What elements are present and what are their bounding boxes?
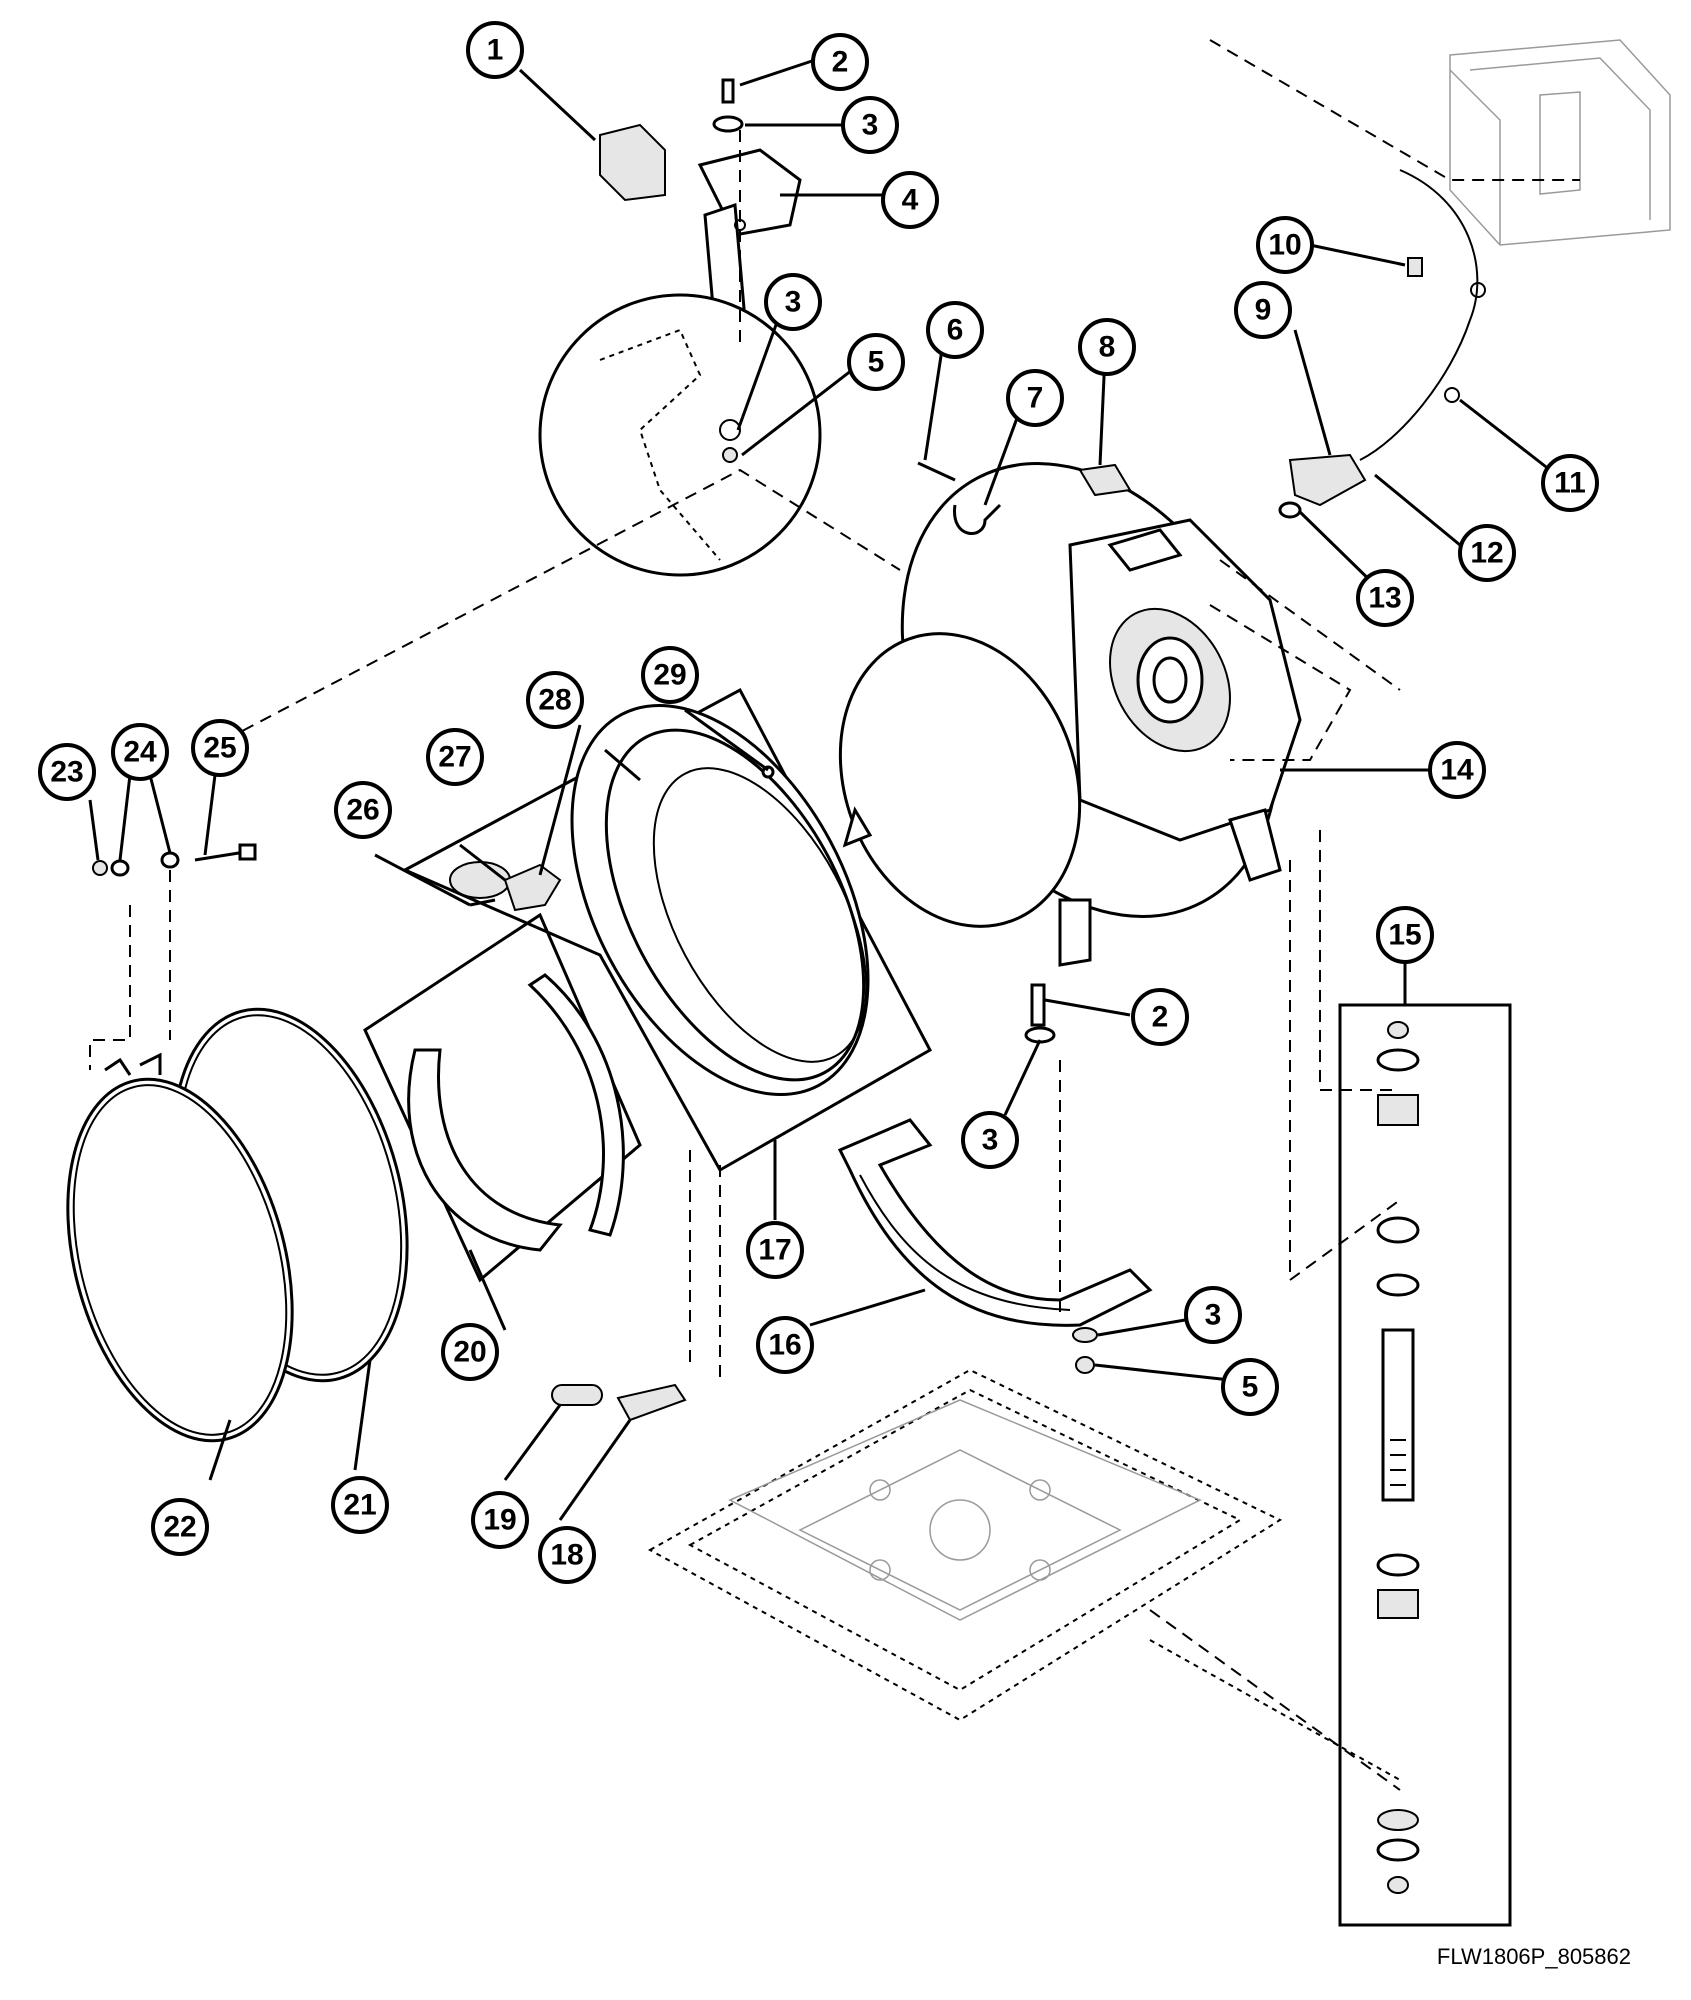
callout-16: 16 bbox=[756, 1316, 814, 1374]
callouts: 1 2 3 4 3 5 6 7 8 9 10 11 12 13 14 15 28… bbox=[38, 21, 1599, 1584]
callout-2-bottom-label: 2 bbox=[1152, 1001, 1169, 1034]
callout-24: 24 bbox=[111, 723, 169, 781]
callout-8: 8 bbox=[1078, 318, 1136, 376]
callout-16-label: 16 bbox=[768, 1329, 801, 1362]
callout-3-bottom-label: 3 bbox=[1205, 1299, 1222, 1332]
callout-17-label: 17 bbox=[758, 1234, 791, 1267]
retaining-ring-group bbox=[363, 912, 642, 1283]
callout-20: 20 bbox=[441, 1323, 499, 1381]
callout-5-bottom-label: 5 bbox=[1242, 1371, 1259, 1404]
callout-21-label: 21 bbox=[343, 1489, 376, 1522]
callout-26: 26 bbox=[334, 781, 392, 839]
callout-23: 23 bbox=[38, 743, 96, 801]
callout-15: 15 bbox=[1376, 906, 1434, 964]
callout-7-label: 7 bbox=[1027, 382, 1044, 415]
callout-3-insert-label: 3 bbox=[785, 286, 802, 319]
drawing-code: FLW1806P_805862 bbox=[1436, 1944, 1631, 1969]
callout-11-label: 11 bbox=[1554, 467, 1586, 500]
callout-3-insert: 3 bbox=[764, 273, 822, 331]
hardware bbox=[92, 78, 1486, 1422]
callout-5-insert: 5 bbox=[847, 333, 905, 391]
callout-19-label: 19 bbox=[483, 1504, 516, 1537]
callout-25: 25 bbox=[191, 719, 249, 777]
callout-25-label: 25 bbox=[203, 732, 236, 765]
callout-3-bottom: 3 bbox=[1184, 1286, 1242, 1344]
callout-12-label: 12 bbox=[1470, 537, 1503, 570]
callout-23-label: 23 bbox=[50, 756, 83, 789]
callout-26-label: 26 bbox=[346, 794, 379, 827]
assembly-dashed-lines bbox=[89, 39, 1580, 1791]
callout-10-label: 10 bbox=[1268, 229, 1301, 262]
callout-12: 12 bbox=[1458, 524, 1516, 582]
callout-21: 21 bbox=[331, 1476, 389, 1534]
callout-19: 19 bbox=[471, 1491, 529, 1549]
callout-9: 9 bbox=[1234, 281, 1292, 339]
callout-2-top-label: 2 bbox=[832, 46, 849, 79]
callout-3-top-label: 3 bbox=[862, 109, 879, 142]
callout-22: 22 bbox=[151, 1498, 209, 1556]
callout-28-label: 28 bbox=[538, 684, 571, 717]
callout-27-label: 27 bbox=[438, 741, 471, 774]
suspension-bracket bbox=[837, 1118, 1153, 1327]
callout-14: 14 bbox=[1428, 741, 1486, 799]
callout-6: 6 bbox=[926, 301, 984, 359]
callout-27: 27 bbox=[426, 728, 484, 786]
callout-2-top: 2 bbox=[811, 33, 869, 91]
callout-9-label: 9 bbox=[1255, 294, 1272, 327]
callout-29: 29 bbox=[641, 646, 699, 704]
callout-1: 1 bbox=[466, 21, 524, 79]
callout-3-top: 3 bbox=[841, 96, 899, 154]
callout-7: 7 bbox=[1006, 369, 1064, 427]
cabinet-frame-ghost bbox=[1449, 39, 1671, 246]
callout-18: 18 bbox=[538, 1526, 596, 1584]
callout-5-insert-label: 5 bbox=[868, 346, 885, 379]
callout-3-middle: 3 bbox=[961, 1111, 1019, 1169]
callout-15-label: 15 bbox=[1388, 919, 1421, 952]
callout-10: 10 bbox=[1256, 216, 1314, 274]
callout-29-label: 29 bbox=[653, 659, 686, 692]
leader-lines bbox=[88, 58, 1551, 1521]
callout-13-label: 13 bbox=[1368, 582, 1401, 615]
callout-22-label: 22 bbox=[163, 1511, 196, 1544]
shock-absorber-group bbox=[1338, 1003, 1512, 1927]
callout-4-label: 4 bbox=[902, 184, 919, 217]
door-gasket-group bbox=[401, 687, 933, 1173]
callout-18-label: 18 bbox=[550, 1539, 583, 1572]
seal-rings bbox=[66, 1007, 409, 1443]
callout-11: 11 bbox=[1541, 454, 1599, 512]
callout-13: 13 bbox=[1356, 569, 1414, 627]
callout-3-middle-label: 3 bbox=[982, 1124, 999, 1157]
callout-4: 4 bbox=[881, 171, 939, 229]
callout-20-label: 20 bbox=[453, 1336, 486, 1369]
callout-6-label: 6 bbox=[947, 314, 964, 347]
callout-28: 28 bbox=[526, 671, 584, 729]
callout-5-bottom: 5 bbox=[1221, 1358, 1279, 1416]
outer-tub bbox=[838, 462, 1302, 967]
callout-24-label: 24 bbox=[123, 736, 157, 769]
callout-8-label: 8 bbox=[1099, 331, 1116, 364]
callout-14-label: 14 bbox=[1440, 754, 1474, 787]
callout-17: 17 bbox=[746, 1221, 804, 1279]
base-frame bbox=[647, 1368, 1401, 1781]
callout-2-bottom: 2 bbox=[1131, 988, 1189, 1046]
callout-1-label: 1 bbox=[487, 34, 504, 67]
